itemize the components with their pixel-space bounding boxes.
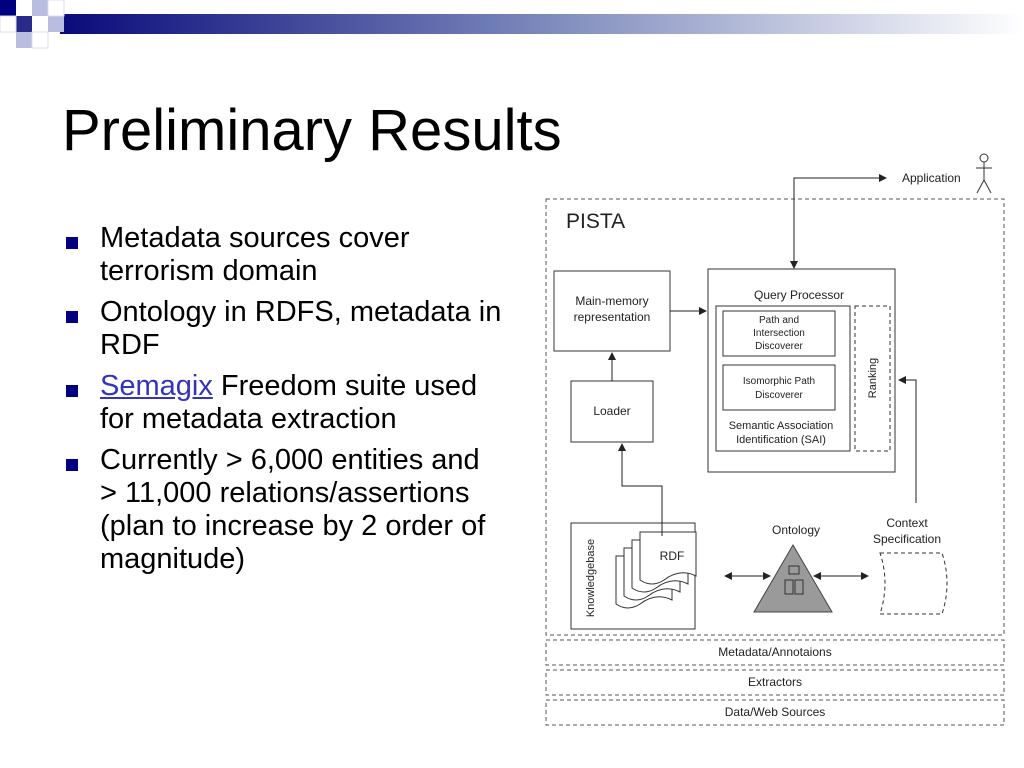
- application-arrow: [793, 174, 887, 268]
- metadata-layer-label: Metadata/Annotaions: [718, 645, 831, 659]
- header-square: [0, 15, 17, 33]
- bullet-text: Ontology in RDFS, metadata in RDF: [100, 296, 502, 361]
- loader-label: Loader: [593, 404, 630, 418]
- extractors-layer-label: Extractors: [748, 675, 802, 689]
- rdf-label: RDF: [660, 549, 685, 563]
- header-square: [48, 16, 64, 32]
- isomorphic-label-1: Isomorphic Path: [743, 376, 815, 387]
- header-square: [47, 0, 65, 17]
- extractors-layer: [545, 669, 1005, 696]
- path-discoverer-label-1: Path and: [759, 315, 799, 326]
- bullet-item: Currently > 6,000 entities and > 11,000 …: [62, 444, 502, 576]
- main-memory-label-2: representation: [574, 310, 651, 324]
- bullet-item: Ontology in RDFS, metadata in RDF: [62, 296, 502, 362]
- user-actor-icon: [976, 153, 992, 194]
- path-discoverer-box: [722, 310, 836, 357]
- isomorphic-label-2: Discoverer: [755, 390, 803, 401]
- path-discoverer-label-2: Intersection: [753, 328, 805, 339]
- pista-label: PISTA: [566, 210, 625, 233]
- semagix-link[interactable]: Semagix: [100, 370, 213, 402]
- bullet-square-icon: [66, 311, 78, 323]
- knowledgebase-label: Knowledgebase: [585, 539, 597, 617]
- pista-container: [545, 198, 1005, 636]
- header-square: [16, 32, 32, 48]
- context-label-2: Specification: [873, 532, 941, 546]
- header-square: [31, 31, 49, 49]
- ontology-hierarchy-icon: [784, 565, 804, 595]
- header-square: [16, 16, 32, 32]
- isomorphic-discoverer-box: [722, 364, 836, 411]
- data-sources-layer: [545, 699, 1005, 726]
- data-sources-layer-label: Data/Web Sources: [725, 705, 826, 719]
- query-processor-box: [707, 268, 896, 473]
- sai-box: [715, 305, 851, 452]
- ranking-label: Ranking: [867, 358, 879, 398]
- slide-title: Preliminary Results: [62, 98, 562, 163]
- header-square: [0, 0, 16, 16]
- header-decoration: [0, 0, 1024, 49]
- sai-label-1: Semantic Association: [729, 420, 834, 432]
- rdf-to-loader-arrow: [618, 443, 663, 536]
- metadata-layer: [545, 639, 1005, 666]
- bullet-square-icon: [66, 237, 78, 249]
- header-square: [32, 0, 48, 16]
- context-spec-shape: [879, 552, 948, 615]
- context-to-ranking-arrow: [898, 376, 917, 503]
- bullet-square-icon: [66, 385, 78, 397]
- rdf-documents-icon: [615, 531, 697, 609]
- sai-label-2: Identification (SAI): [736, 434, 826, 446]
- path-discoverer-label-3: Discoverer: [755, 341, 803, 352]
- bullet-item: Semagix Freedom suite used for metadata …: [62, 370, 502, 436]
- bullet-text: Metadata sources cover terrorism domain: [100, 222, 410, 287]
- bullet-item: Metadata sources cover terrorism domain: [62, 222, 502, 288]
- main-memory-label-1: Main-memory: [575, 294, 648, 308]
- query-processor-label: Query Processor: [754, 288, 844, 302]
- ontology-triangle-icon: [753, 544, 833, 613]
- bullet-list: Metadata sources cover terrorism domain …: [62, 222, 502, 584]
- pista-architecture-diagram: PISTA Application Main-memory representa…: [545, 153, 1005, 726]
- bullet-text: Currently > 6,000 entities and > 11,000 …: [100, 444, 486, 575]
- application-label: Application: [902, 171, 961, 185]
- ranking-box: [854, 305, 891, 452]
- ontology-label: Ontology: [772, 523, 820, 537]
- bullet-text: Freedom suite used for metadata extracti…: [100, 370, 478, 435]
- loader-box: [570, 380, 654, 443]
- bullet-square-icon: [66, 459, 78, 471]
- context-label-1: Context: [886, 516, 928, 530]
